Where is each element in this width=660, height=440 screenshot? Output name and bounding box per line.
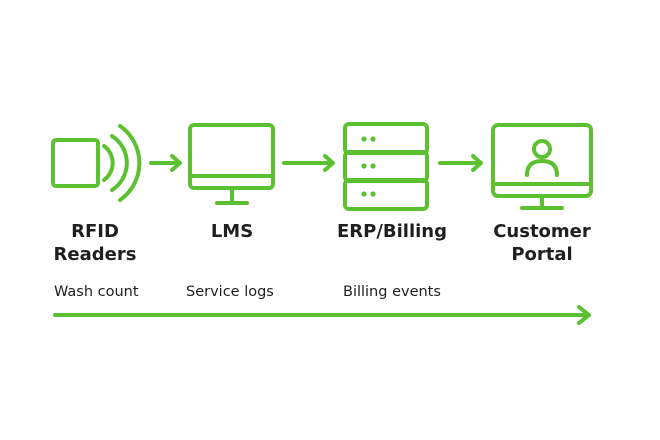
node-label-customer-portal: Customer Portal xyxy=(493,221,591,265)
flow-label-billing-events: Billing events xyxy=(343,284,441,300)
rfid-reader-icon xyxy=(51,124,142,202)
monitor-icon xyxy=(188,123,275,205)
node-label-erp-billing: ERP/Billing xyxy=(336,221,448,242)
arrow-lms-to-erp xyxy=(282,154,335,172)
data-flow-arrow xyxy=(53,305,591,325)
flow-label-wash-count: Wash count xyxy=(54,284,139,300)
user-monitor-icon xyxy=(491,123,593,210)
arrow-erp-to-portal xyxy=(438,154,483,172)
node-label-rfid-readers: RFID Readers xyxy=(53,221,137,265)
server-icon xyxy=(343,122,429,211)
node-label-lms: LMS xyxy=(210,221,254,242)
flow-label-service-logs: Service logs xyxy=(186,284,274,300)
arrow-rfid-to-lms xyxy=(149,154,182,172)
server-indicator-lights xyxy=(361,136,376,197)
